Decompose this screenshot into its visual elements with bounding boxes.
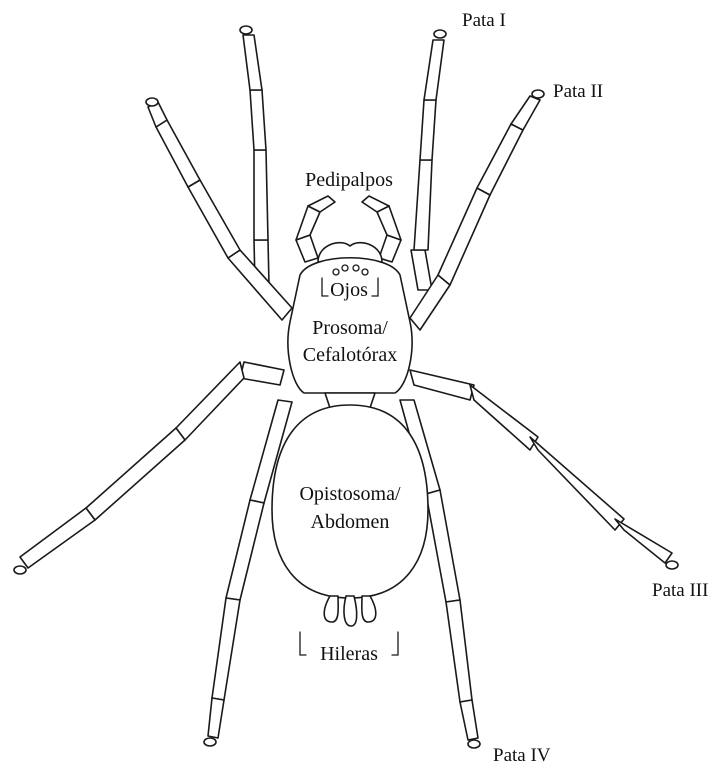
label-spinnerets: Hileras [320,643,378,665]
label-prosoma-line1: Prosoma/ [312,317,388,339]
leg-2-left [146,98,292,320]
label-leg-3: Pata III [652,580,708,601]
label-pedipalps: Pedipalpos [305,169,393,191]
leg-1-right [411,30,446,290]
label-opisthosoma-line2: Abdomen [311,511,390,533]
leg-4-left [204,400,292,746]
spinnerets [324,596,376,626]
label-eyes: Ojos [330,279,368,301]
label-leg-1: Pata I [462,10,506,31]
label-leg-4: Pata IV [493,745,551,766]
label-leg-2: Pata II [553,81,603,102]
label-opisthosoma-line1: Opistosoma/ [299,483,401,505]
leg-3-right [410,370,678,569]
leg-1-left [240,26,269,285]
label-prosoma-line2: Cefalotórax [303,344,397,366]
